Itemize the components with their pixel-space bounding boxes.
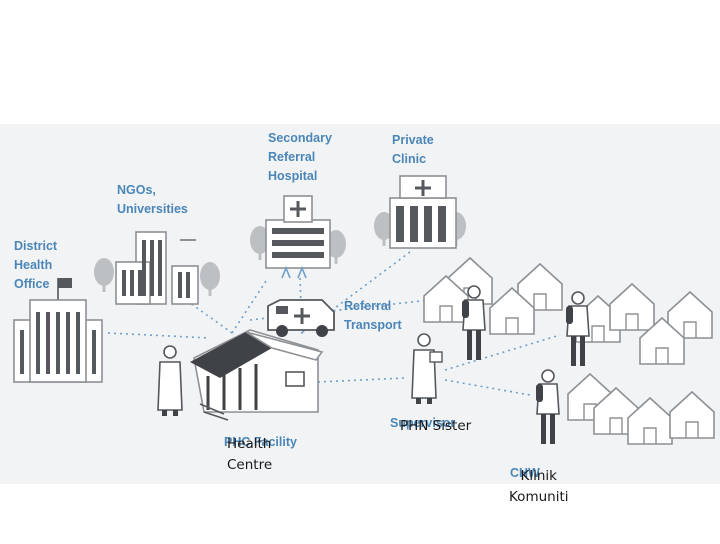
label-district-office: District Health Office: [14, 239, 58, 291]
label-supervisor: Supervisor: [390, 416, 456, 430]
private-clinic-building: [374, 175, 466, 249]
phc-facility-building: [190, 329, 324, 421]
label-chw: CHW: [510, 466, 540, 480]
overlay-health-centre: Health Centre: [227, 436, 273, 473]
district-office-building: [13, 278, 103, 383]
secondary-hospital-building: [250, 195, 346, 269]
overlay-phn-sister: PHN Sister: [400, 418, 472, 434]
overlay-klinik-komuniti: Klinik Komuniti: [509, 468, 569, 505]
phc-worker-figure: [157, 345, 183, 416]
label-secondary-hospital: Secondary Referral Hospital: [268, 131, 332, 183]
label-private-clinic: Private Clinic: [392, 133, 434, 166]
label-referral-transport: Referral Transport: [344, 299, 402, 332]
chw-figures: [462, 285, 590, 445]
label-ngos: NGOs, Universities: [117, 183, 188, 216]
ngo-buildings: [94, 231, 220, 305]
ambulance: [267, 265, 335, 337]
label-phc-facility: PHC Facility: [224, 435, 297, 449]
supervisor-figure: [411, 333, 443, 404]
